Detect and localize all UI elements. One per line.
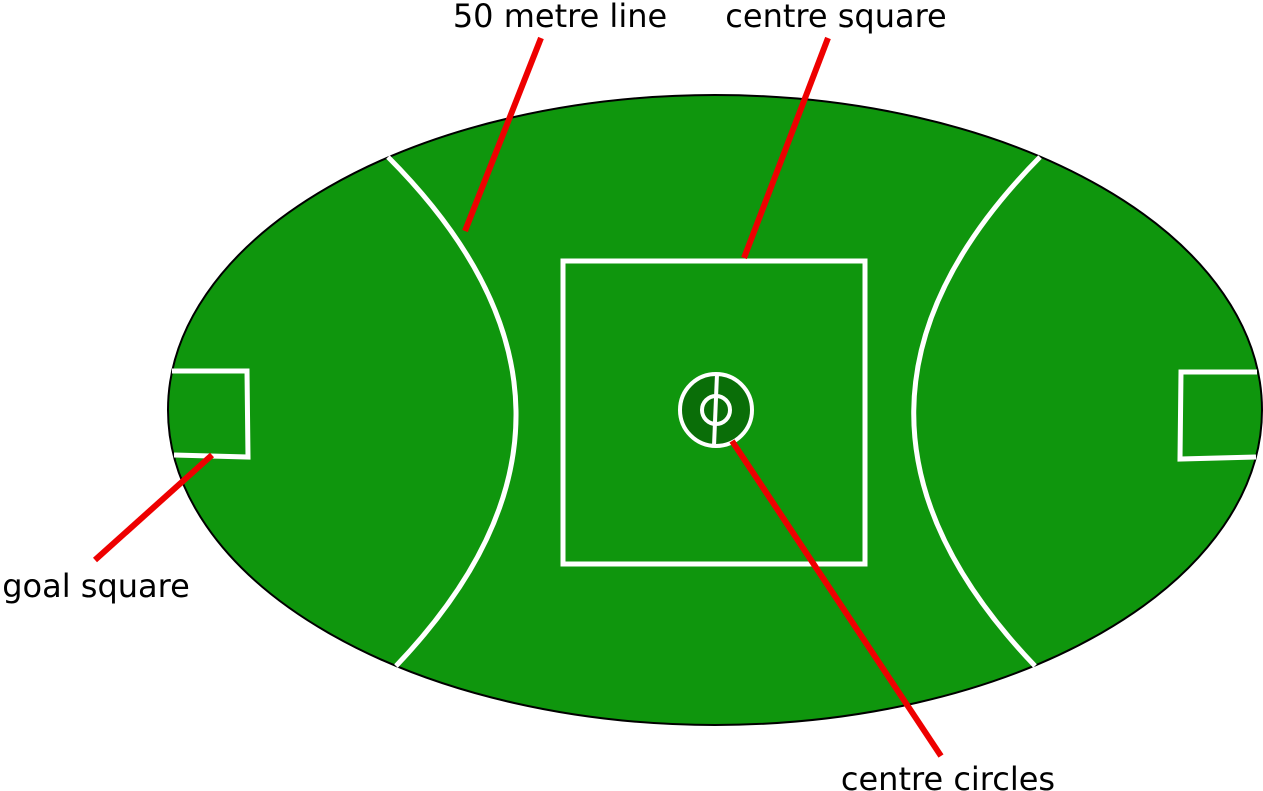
centre-line xyxy=(712,373,719,447)
label-fifty-metre-line: 50 metre line xyxy=(453,0,667,35)
right-goal-square xyxy=(1177,369,1257,462)
label-centre-square: centre square xyxy=(725,0,946,35)
pointer-fifty-metre-line xyxy=(462,36,544,233)
centre-circles xyxy=(678,372,754,448)
centre-square xyxy=(560,258,868,567)
left-fifty-metre-arc xyxy=(386,155,519,668)
pointer-centre-circles xyxy=(729,439,944,758)
right-fifty-metre-arc xyxy=(911,155,1042,668)
pointer-centre-square xyxy=(741,36,831,260)
pointer-goal-square xyxy=(92,452,215,563)
label-centre-circles: centre circles xyxy=(841,760,1055,791)
label-goal-square: goal square xyxy=(2,567,190,605)
